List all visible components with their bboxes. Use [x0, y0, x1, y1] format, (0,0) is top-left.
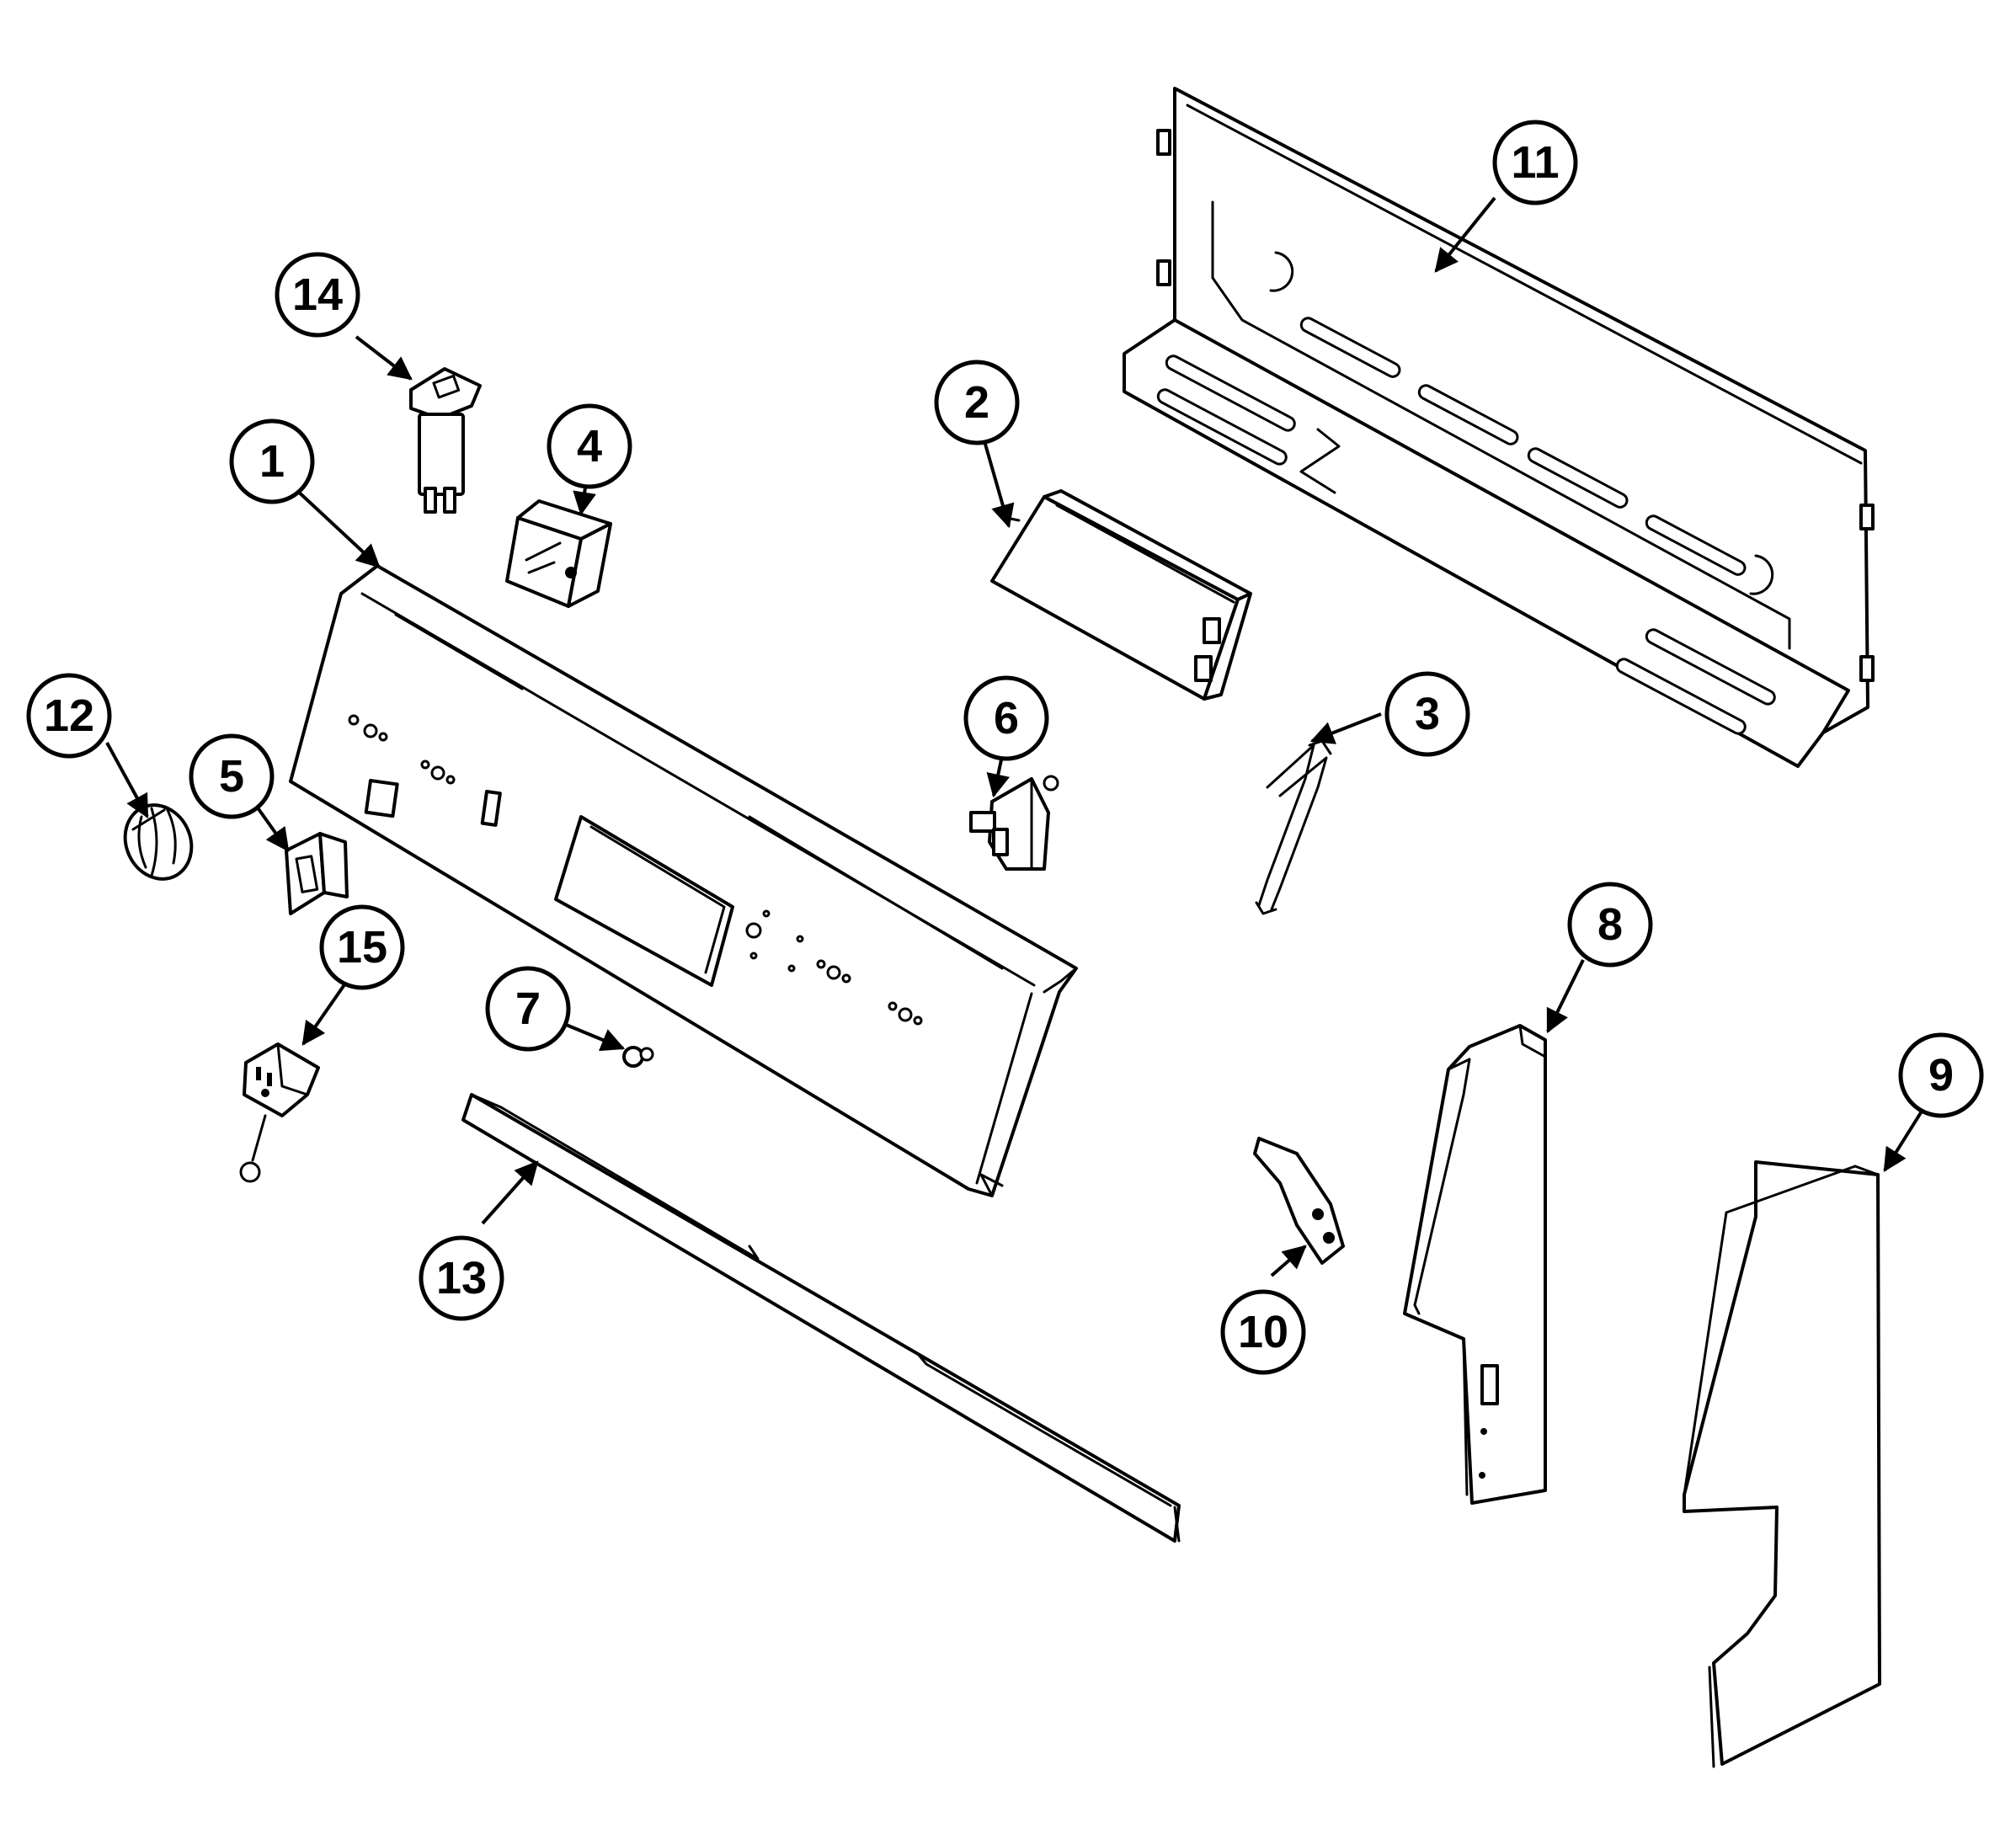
callout-8: 8 — [1567, 882, 1653, 967]
callout-3: 3 — [1384, 671, 1470, 757]
part-1-control-panel — [289, 564, 1078, 1197]
part-12-knob — [123, 803, 194, 881]
callout-2: 2 — [934, 360, 1020, 445]
part-15-receptacle — [239, 1042, 320, 1183]
callout-14: 14 — [275, 252, 360, 338]
callout-number: 14 — [292, 269, 343, 320]
callout-13: 13 — [419, 1235, 504, 1321]
part-11-rear-bracket — [1123, 87, 1875, 768]
callout-number: 12 — [44, 690, 94, 741]
callout-number: 13 — [436, 1253, 487, 1303]
callout-5: 5 — [189, 733, 275, 819]
callout-15: 15 — [319, 904, 405, 990]
callout-number: 15 — [337, 922, 387, 973]
callout-9: 9 — [1898, 1032, 1984, 1118]
callout-number: 8 — [1597, 899, 1623, 950]
callout-number: 6 — [994, 693, 1019, 744]
leader-lines — [105, 196, 1926, 1277]
callout-number: 4 — [577, 421, 602, 472]
callout-number: 10 — [1238, 1307, 1288, 1357]
callout-number: 7 — [515, 983, 541, 1034]
part-9-end-cap — [1683, 1160, 1881, 1768]
part-7-screw — [622, 1046, 654, 1068]
part-8-side-panel — [1403, 1024, 1547, 1505]
part-14-indicator-light — [409, 367, 482, 514]
callout-number: 9 — [1928, 1050, 1954, 1101]
callout-number: 5 — [219, 751, 244, 802]
callout-12: 12 — [26, 673, 112, 759]
part-4-switch-box — [505, 499, 612, 608]
callout-1: 1 — [229, 418, 315, 504]
callout-number: 1 — [259, 436, 285, 487]
callout-10: 10 — [1220, 1289, 1306, 1375]
callout-number: 2 — [964, 377, 989, 428]
callout-11: 11 — [1492, 120, 1578, 205]
part-3-wire-bracket — [1255, 739, 1332, 915]
callout-number: 3 — [1415, 689, 1440, 739]
callout-4: 4 — [547, 403, 632, 489]
part-13-trim-strip — [461, 1093, 1181, 1543]
callout-6: 6 — [963, 675, 1049, 761]
part-10-wire-bracket — [1253, 1137, 1345, 1265]
part-6-relay — [969, 775, 1059, 871]
callout-number: 11 — [1511, 137, 1559, 188]
callout-7: 7 — [485, 966, 571, 1052]
part-5-rocker-switch — [285, 832, 349, 915]
part-2-control-module — [990, 489, 1252, 701]
